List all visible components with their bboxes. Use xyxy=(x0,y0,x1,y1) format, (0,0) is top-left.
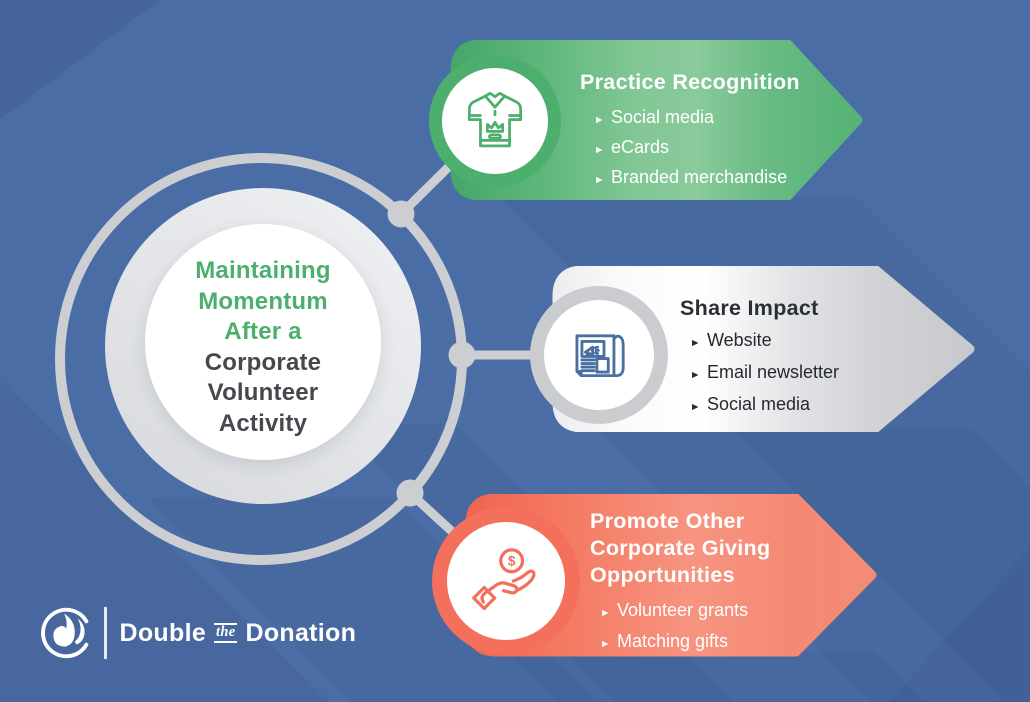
banner-promote-other-giving: $ Promote Other Corporate Giving Opportu… xyxy=(428,494,898,658)
bullet-item: ► Social media xyxy=(594,104,787,134)
promote-giving-badge: $ xyxy=(432,507,580,655)
bullet-text: Matching gifts xyxy=(617,631,729,651)
center-title-line: Activity xyxy=(218,409,308,437)
bullet-item: ► Volunteer grants xyxy=(600,596,748,627)
svg-text:$: $ xyxy=(508,554,516,569)
practice-recognition-badge xyxy=(429,55,561,187)
brand-word-first: Double xyxy=(119,618,207,647)
banner-title: Practice Recognition xyxy=(580,70,800,94)
banner-title: Promote Other Corporate Giving Opportuni… xyxy=(590,509,771,587)
bullet-arrow-icon: ► xyxy=(690,401,701,413)
bullet-text: Social media xyxy=(707,394,811,414)
bullet-item: ► Social media xyxy=(690,390,839,422)
connector-node-bottom xyxy=(396,479,424,507)
bullet-item: ► eCards xyxy=(594,134,787,164)
brand-word-the: the xyxy=(214,623,238,643)
banner-title: Share Impact xyxy=(680,296,819,320)
banner-share-impact: Share Impact ► Website ► Email newsletter … xyxy=(520,266,1000,432)
brand-wordmark: Double the Donation xyxy=(120,619,357,648)
banner-bullet-list: ► Volunteer grants ► Matching gifts xyxy=(600,596,748,658)
bullet-arrow-icon: ► xyxy=(594,174,605,186)
connector-node-top xyxy=(387,200,415,228)
bullet-text: Volunteer grants xyxy=(617,600,749,620)
bullet-text: Email newsletter xyxy=(707,362,840,382)
brand-word-last: Donation xyxy=(245,618,357,647)
bullet-arrow-icon: ► xyxy=(594,144,605,156)
bullet-text: Website xyxy=(707,330,772,350)
center-title: Maintaining Momentum After a Corporate V… xyxy=(113,256,413,439)
double-the-donation-flame-icon xyxy=(41,607,89,659)
center-title-line: Volunteer xyxy=(207,379,319,406)
center-inner-circle xyxy=(145,224,381,460)
connector-node-right xyxy=(448,341,476,369)
bullet-arrow-icon: ► xyxy=(600,607,611,619)
banner-bullet-list: ► Website ► Email newsletter ► Social media xyxy=(690,326,839,422)
banner-practice-recognition: Practice Recognition ► Social media ► eCar… xyxy=(418,40,888,200)
center-title-line: Corporate xyxy=(204,348,322,376)
brand-divider xyxy=(104,607,107,659)
bullet-text: eCards xyxy=(611,137,670,157)
banner-bullet-list: ► Social media ► eCards ► Branded merchandi… xyxy=(594,104,787,194)
center-title-line: Momentum xyxy=(198,287,328,315)
hand-dollar-coin-icon: $ xyxy=(472,548,536,611)
center-title-line: After a xyxy=(224,318,302,345)
bullet-item: ► Matching gifts xyxy=(600,627,748,658)
bullet-item: ► Email newsletter xyxy=(690,358,839,390)
bullet-text: Social media xyxy=(611,107,715,127)
polo-shirt-crown-icon xyxy=(468,91,522,148)
bullet-item: ► Branded merchandise xyxy=(594,164,787,194)
bullet-arrow-icon: ► xyxy=(594,114,605,126)
bullet-arrow-icon: ► xyxy=(600,638,611,650)
center-title-line: Maintaining xyxy=(195,257,331,284)
brand-logo: Double the Donation xyxy=(36,602,356,664)
newspaper-megaphone-icon xyxy=(575,334,625,378)
bullet-text: Branded merchandise xyxy=(611,167,788,187)
bullet-arrow-icon: ► xyxy=(690,369,701,381)
bullet-arrow-icon: ► xyxy=(690,337,701,349)
share-impact-badge xyxy=(530,286,668,424)
bullet-item: ► Website xyxy=(690,326,839,358)
